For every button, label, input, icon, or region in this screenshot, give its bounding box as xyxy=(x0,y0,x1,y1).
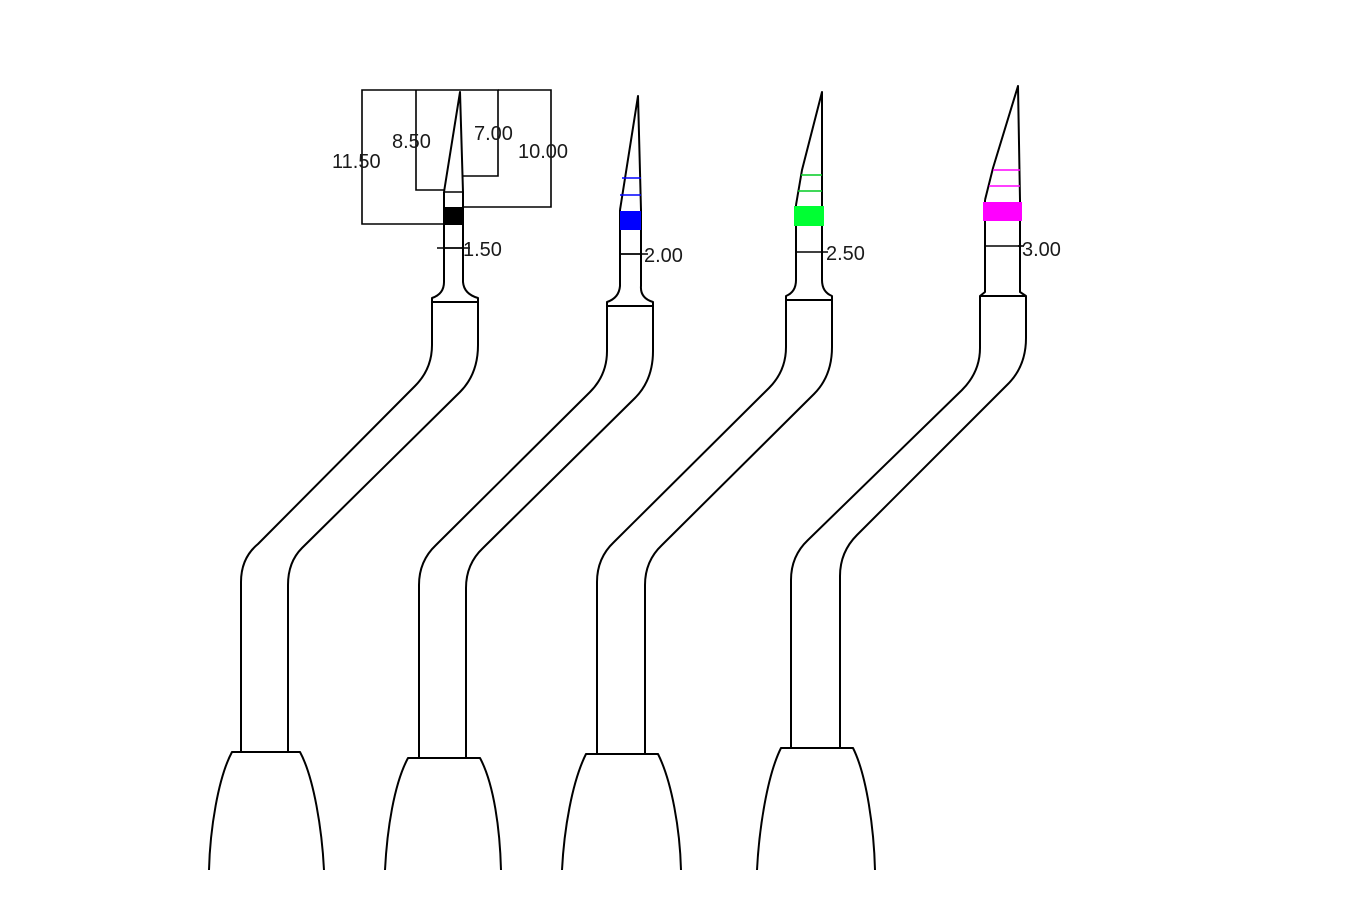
marker-band-4 xyxy=(983,202,1022,221)
handle-1 xyxy=(208,751,325,871)
instrument-4: 3.00 xyxy=(756,85,1061,871)
diameter-label-4: 3.00 xyxy=(1022,239,1061,261)
neck-2 xyxy=(606,210,654,306)
handle-3 xyxy=(561,753,682,871)
dimension-lines-1 xyxy=(361,89,552,249)
depth-label-11-50: 11.50 xyxy=(332,151,381,173)
tip-4 xyxy=(984,85,1021,201)
shank-4 xyxy=(790,295,1027,748)
depth-label-7-00: 7.00 xyxy=(474,123,513,145)
neck-3 xyxy=(785,205,833,300)
diameter-label-3: 2.50 xyxy=(826,243,865,265)
shank-2 xyxy=(418,305,654,758)
marker-band-3 xyxy=(794,206,824,226)
instrument-3: 2.50 xyxy=(561,91,865,871)
neck-1 xyxy=(431,192,479,302)
diameter-label-2: 2.00 xyxy=(644,245,683,267)
tip-3 xyxy=(795,91,823,206)
instrument-1: 11.50 8.50 7.00 10.00 1.50 xyxy=(208,89,568,871)
tip-1 xyxy=(443,91,464,193)
instrument-2: 2.00 xyxy=(384,95,683,871)
depth-label-8-50: 8.50 xyxy=(392,131,431,153)
depth-label-10-00: 10.00 xyxy=(518,141,568,163)
handle-4 xyxy=(756,747,876,871)
marker-band-2 xyxy=(620,211,641,230)
shank-3 xyxy=(596,299,833,754)
shank-1 xyxy=(240,301,479,752)
neck-4 xyxy=(979,200,1027,297)
marker-band-1 xyxy=(444,207,463,225)
diameter-label-1: 1.50 xyxy=(463,239,502,261)
tip-2 xyxy=(619,95,642,211)
handle-2 xyxy=(384,757,502,871)
